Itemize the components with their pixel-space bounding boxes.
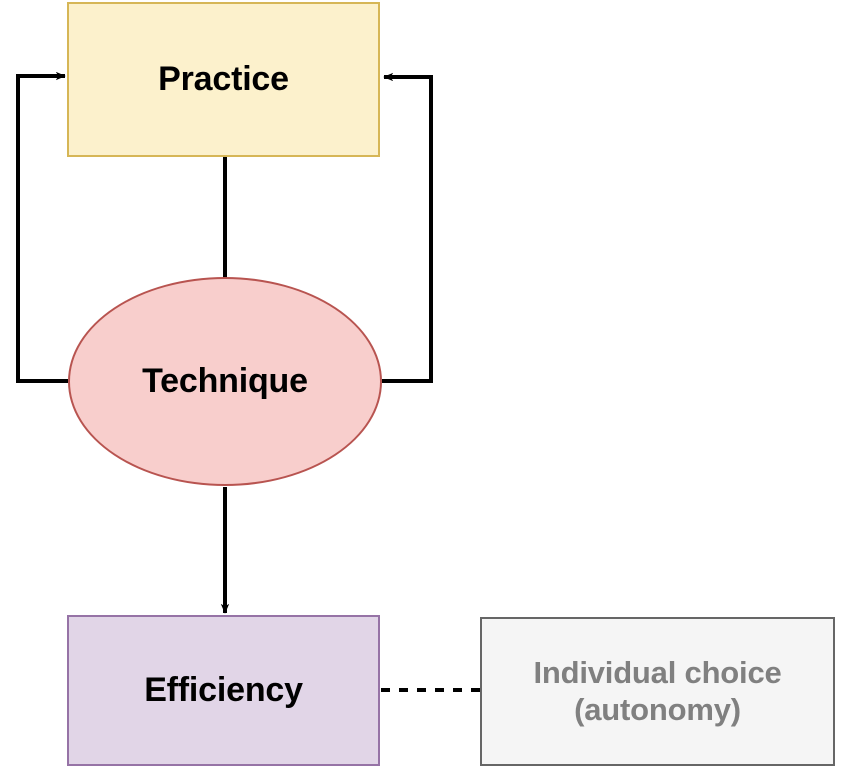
- node-practice-label: Practice: [158, 60, 289, 99]
- edge-technique-to-practice-left: [16, 71, 68, 383]
- edge-technique-to-practice-right: [382, 72, 433, 383]
- node-individual-choice-label: Individual choice (autonomy): [533, 654, 782, 727]
- node-practice[interactable]: Practice: [67, 2, 380, 157]
- node-efficiency-label: Efficiency: [144, 671, 303, 710]
- node-efficiency[interactable]: Efficiency: [67, 615, 380, 766]
- node-individual-choice[interactable]: Individual choice (autonomy): [480, 617, 835, 766]
- node-technique[interactable]: Technique: [68, 277, 382, 486]
- node-technique-label: Technique: [142, 362, 308, 401]
